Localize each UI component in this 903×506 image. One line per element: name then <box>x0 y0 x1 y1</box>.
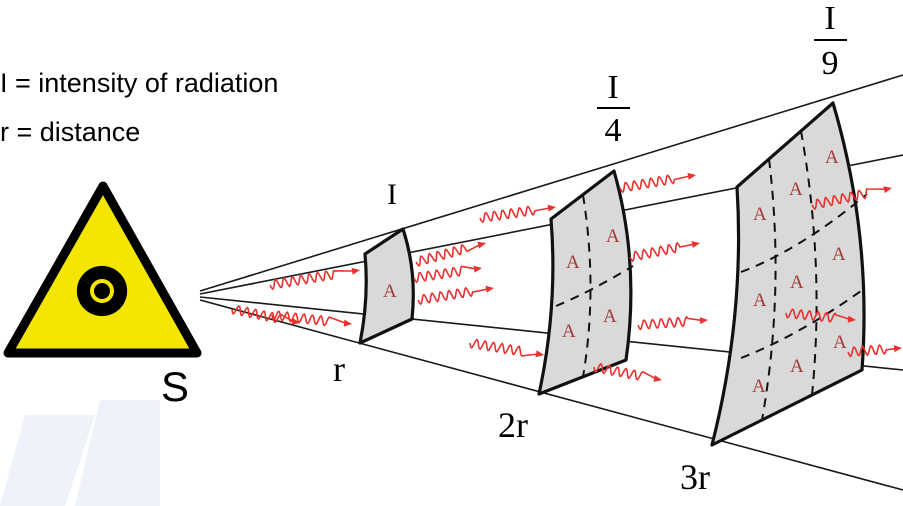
ray-arrowhead <box>847 315 856 323</box>
legend-intensity-definition: I = intensity of radiation <box>0 68 279 98</box>
intensity-label-2r: I 4 <box>597 69 630 149</box>
ray-arrowhead <box>687 172 696 180</box>
ray-arrowhead <box>485 285 494 293</box>
radiation-warning-sign <box>3 181 202 358</box>
intensity-denominator-3r: 9 <box>822 45 839 82</box>
ray-arrowhead <box>535 350 544 358</box>
ray-arrowhead <box>547 204 556 212</box>
area-label: A <box>790 272 804 293</box>
ray-arrowhead <box>291 318 300 325</box>
background-watermark <box>0 400 160 506</box>
area-label: A <box>603 306 617 327</box>
cone-line-bottom <box>199 299 903 491</box>
area-label: A <box>790 356 804 377</box>
radiation-wave-ray <box>811 188 887 211</box>
radiation-rays <box>231 172 902 382</box>
radiation-wave-ray <box>271 310 347 327</box>
area-label: A <box>753 204 767 225</box>
radiation-wave-ray <box>231 304 295 324</box>
source-label: S <box>161 363 189 410</box>
ray-arrowhead <box>473 265 482 273</box>
intensity-numerator-2r: I <box>607 69 618 106</box>
distance-label-2r: 2r <box>498 405 528 445</box>
distance-label-r: r <box>333 349 345 389</box>
area-label: A <box>753 290 767 311</box>
ray-arrowhead <box>691 241 700 248</box>
legend-distance-definition: r = distance <box>0 117 141 147</box>
radiation-trefoil-icon <box>76 265 128 317</box>
radiation-wave-ray <box>637 315 703 331</box>
area-label: A <box>832 244 846 265</box>
radiation-wave-ray <box>269 269 355 291</box>
radiation-wave-ray <box>413 265 477 284</box>
area-label: A <box>562 321 576 342</box>
distance-label-3r: 3r <box>680 457 710 497</box>
area-label: A <box>833 332 847 353</box>
ray-arrowhead <box>893 345 902 353</box>
area-label: A <box>789 179 803 200</box>
area-label: A <box>752 376 766 397</box>
ray-arrowhead <box>699 317 708 325</box>
radiation-wave-ray <box>415 243 481 268</box>
ray-arrowhead <box>477 241 486 249</box>
radiation-wave-ray <box>847 344 897 358</box>
ray-arrowhead <box>653 375 662 382</box>
radiation-wave-ray <box>619 174 691 194</box>
area-label: A <box>383 281 397 302</box>
grid-2r <box>555 194 634 378</box>
radiation-wave-ray <box>629 241 695 263</box>
grid-3r <box>740 130 868 421</box>
radiation-wave-ray <box>593 362 657 381</box>
ray-arrowhead <box>883 186 892 194</box>
ray-arrowhead <box>351 267 360 275</box>
radiation-wave-ray <box>479 205 551 224</box>
area-label: A <box>606 226 620 247</box>
surface-at-r: A <box>358 227 415 345</box>
surface-at-2r: A A A A <box>537 169 634 396</box>
intensity-label-3r: I 9 <box>814 0 847 82</box>
intensity-numerator-3r: I <box>824 0 835 37</box>
surface-at-3r: A A A A A A A A A <box>710 101 868 447</box>
radiation-wave-ray <box>417 286 489 306</box>
intensity-label-r: I <box>387 178 397 211</box>
area-label: A <box>566 252 580 273</box>
radiation-wave-ray <box>469 338 539 357</box>
area-label: A <box>825 147 839 168</box>
intensity-denominator-2r: 4 <box>605 112 622 149</box>
ray-arrowhead <box>343 319 352 327</box>
cone-line-top <box>199 74 903 292</box>
radiation-wave-ray <box>785 308 851 323</box>
